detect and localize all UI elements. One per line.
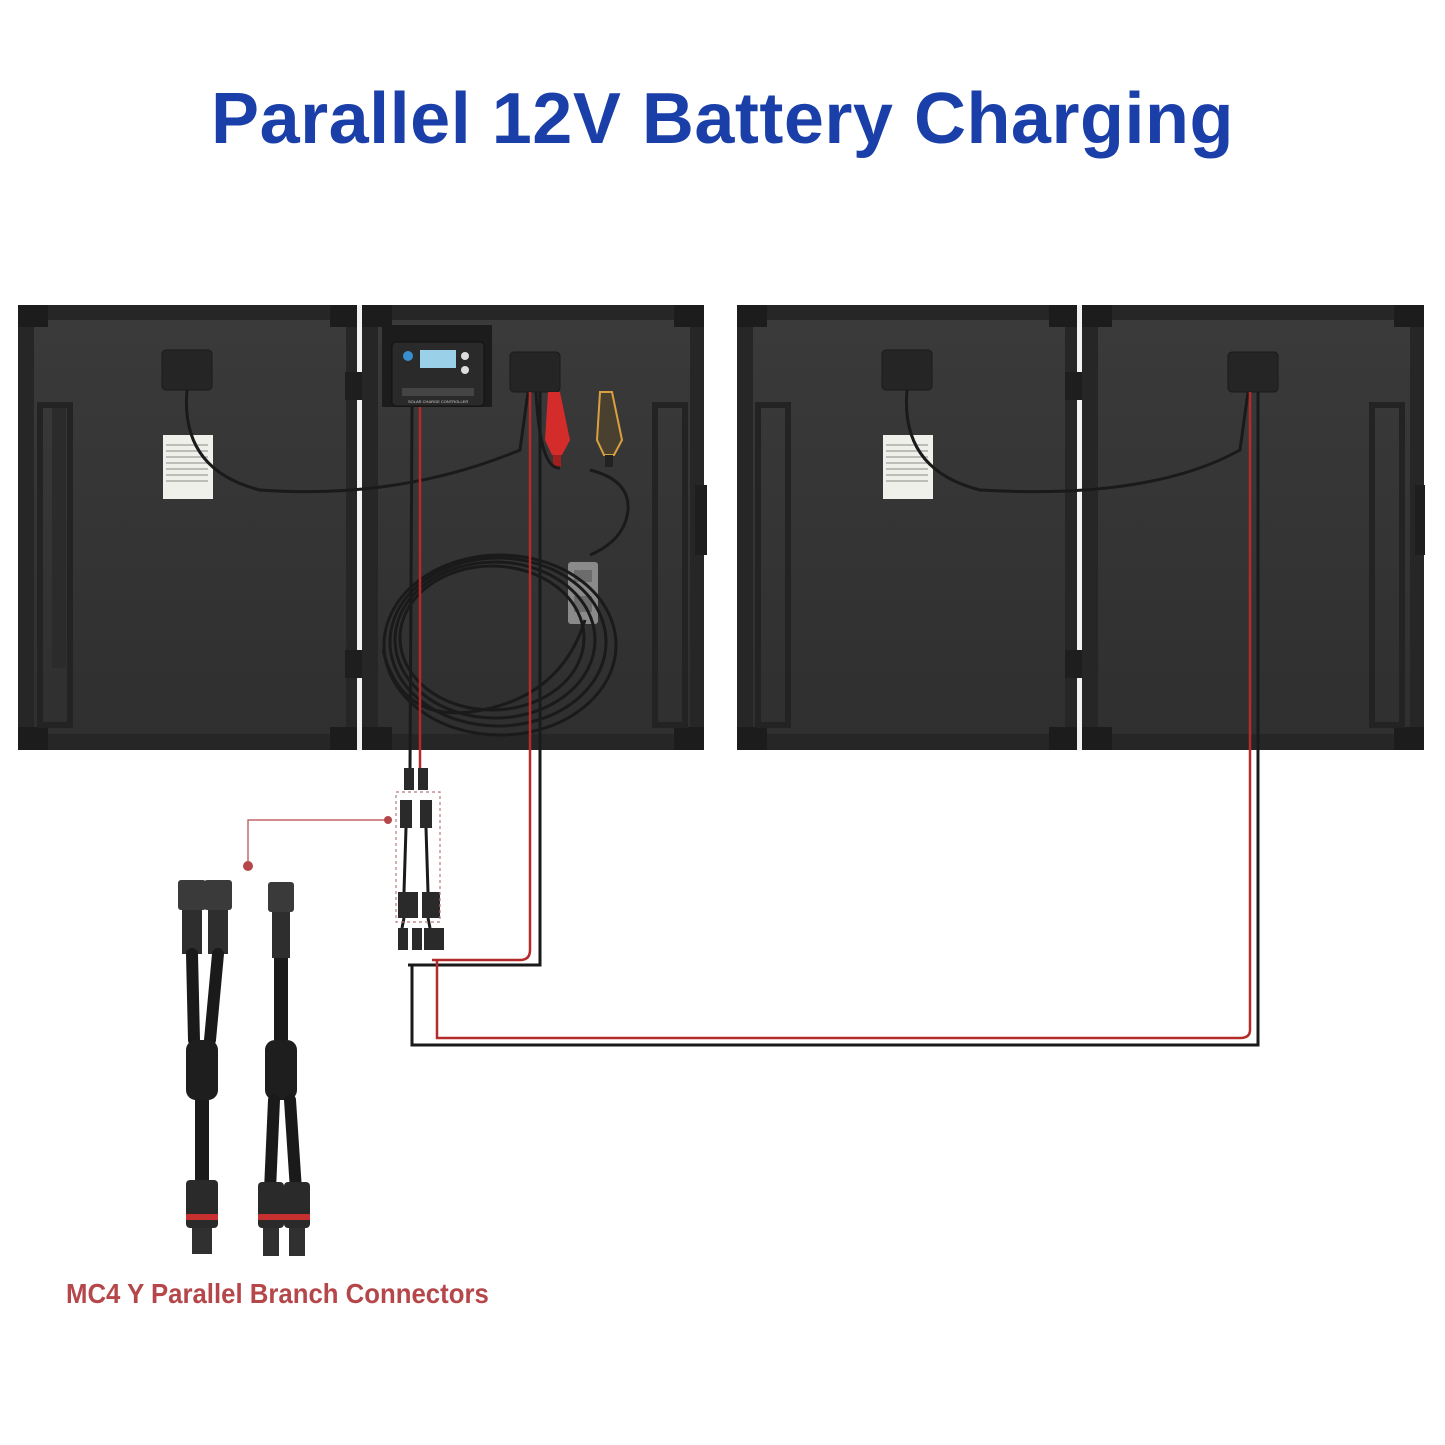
panel-interconnect-cable-right [904, 389, 1250, 494]
highlight-box [395, 791, 441, 923]
page-title: Parallel 12V Battery Charging [211, 79, 1234, 159]
panel-interconnect-cable-left [184, 389, 530, 494]
charge-controller: SOLAR CHARGE CONTROLLER [382, 325, 492, 407]
svg-text:SOLAR CHARGE CONTROLLER: SOLAR CHARGE CONTROLLER [408, 399, 468, 404]
callout-line [247, 819, 388, 866]
coiled-extension-cable [381, 553, 618, 737]
solar-panel-right-b [1082, 305, 1425, 750]
right-kit-black-cable [410, 392, 1260, 1047]
mc4-y-branch-connector-1 [178, 880, 232, 1254]
connector-caption: MC4 Y Parallel Branch Connectors [66, 1278, 489, 1309]
solar-panel-right-a [737, 305, 1079, 750]
black-battery-clamp [595, 391, 624, 467]
red-battery-clamp [545, 392, 570, 467]
mc4-y-branch-connector-2 [258, 882, 310, 1256]
spec-label [883, 435, 933, 499]
mc4-y-connector-junction [398, 768, 444, 950]
spec-label [163, 435, 213, 499]
right-kit-red-cable [435, 392, 1252, 1040]
controller-display [420, 350, 456, 368]
solar-panel-left-a [18, 305, 360, 750]
